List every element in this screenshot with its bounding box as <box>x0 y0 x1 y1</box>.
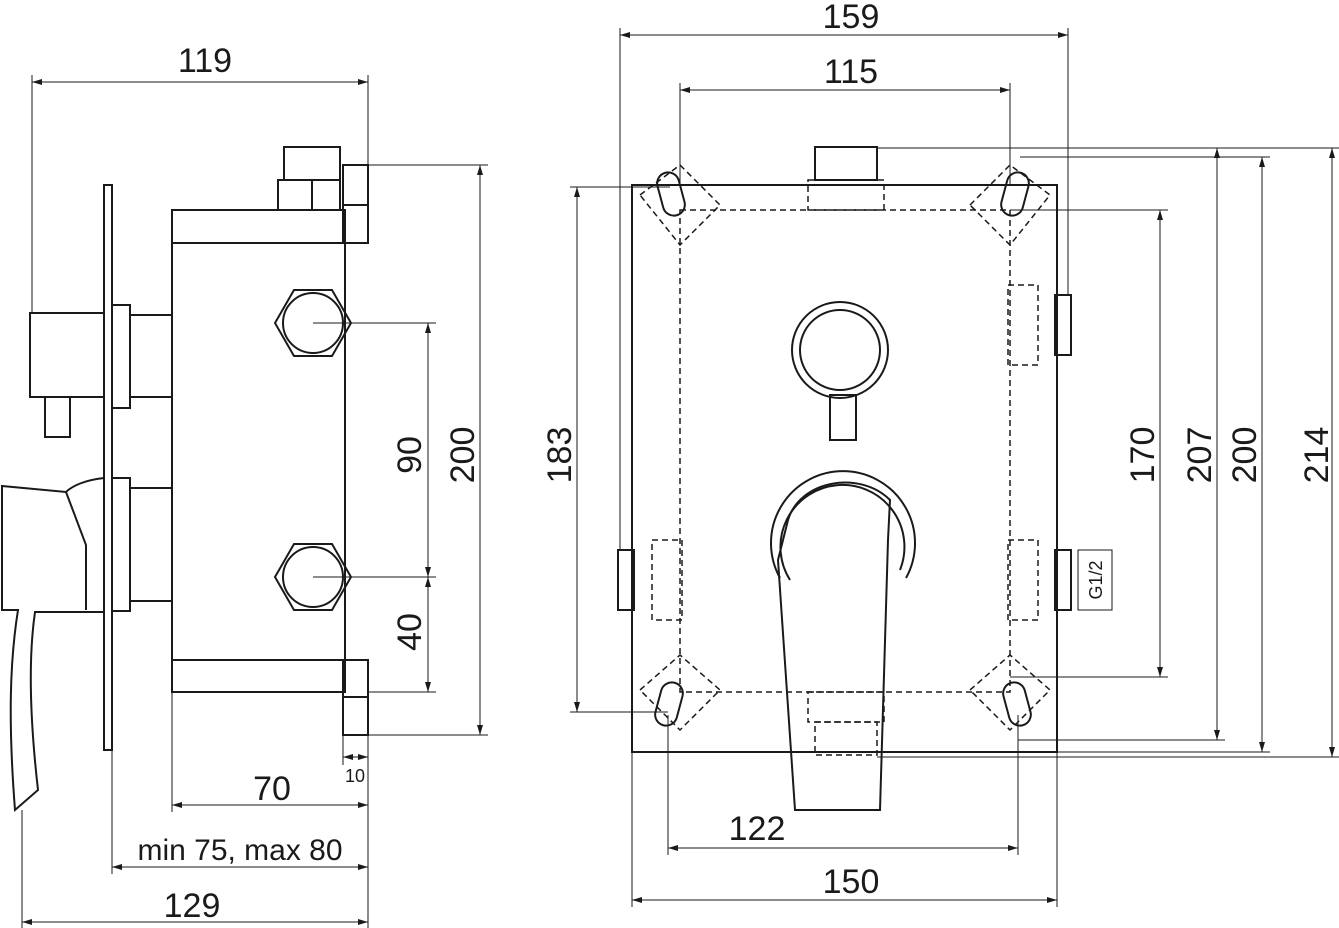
dimension-lines-front <box>570 28 1339 907</box>
dim-159: 159 <box>823 0 880 36</box>
dim-70: 70 <box>253 770 291 808</box>
top-connector <box>283 146 341 181</box>
dim-183: 183 <box>541 427 579 484</box>
cover-plate <box>103 184 113 751</box>
front-view: 159 115 150 122 183 170 207 200 214 G1/2 <box>541 0 1339 907</box>
mounting-lugs <box>638 164 1052 732</box>
dim-170: 170 <box>1124 427 1162 484</box>
diverter-knob-front <box>791 301 889 441</box>
dim-90: 90 <box>391 436 429 474</box>
lever-handle <box>1 477 173 813</box>
dim-115: 115 <box>824 53 878 91</box>
thread-label: G1/2 <box>1086 560 1106 599</box>
right-inlet <box>1054 549 1072 611</box>
diverter-knob <box>29 304 173 438</box>
mounting-box <box>631 184 1058 753</box>
dim-129: 129 <box>164 887 221 925</box>
dim-200-side: 200 <box>444 427 482 484</box>
dim-200-front: 200 <box>1226 427 1264 484</box>
body-box <box>171 209 346 693</box>
lever-handle-front <box>770 470 916 811</box>
left-inlet <box>617 549 635 611</box>
dim-214: 214 <box>1298 427 1336 484</box>
dimension-lines <box>21 75 488 928</box>
top-outlet <box>814 146 878 181</box>
dim-207: 207 <box>1181 427 1219 484</box>
dim-min-max: min 75, max 80 <box>137 834 342 867</box>
dim-10: 10 <box>345 766 365 786</box>
right-upper-outlet <box>1054 294 1072 356</box>
dim-40: 40 <box>391 613 429 651</box>
dim-119: 119 <box>178 42 232 80</box>
hidden-body-outline <box>679 209 1011 693</box>
dim-122: 122 <box>729 810 786 848</box>
side-view: 119 200 90 40 10 70 min 75, max 80 129 <box>1 42 488 928</box>
dim-150: 150 <box>823 863 880 901</box>
